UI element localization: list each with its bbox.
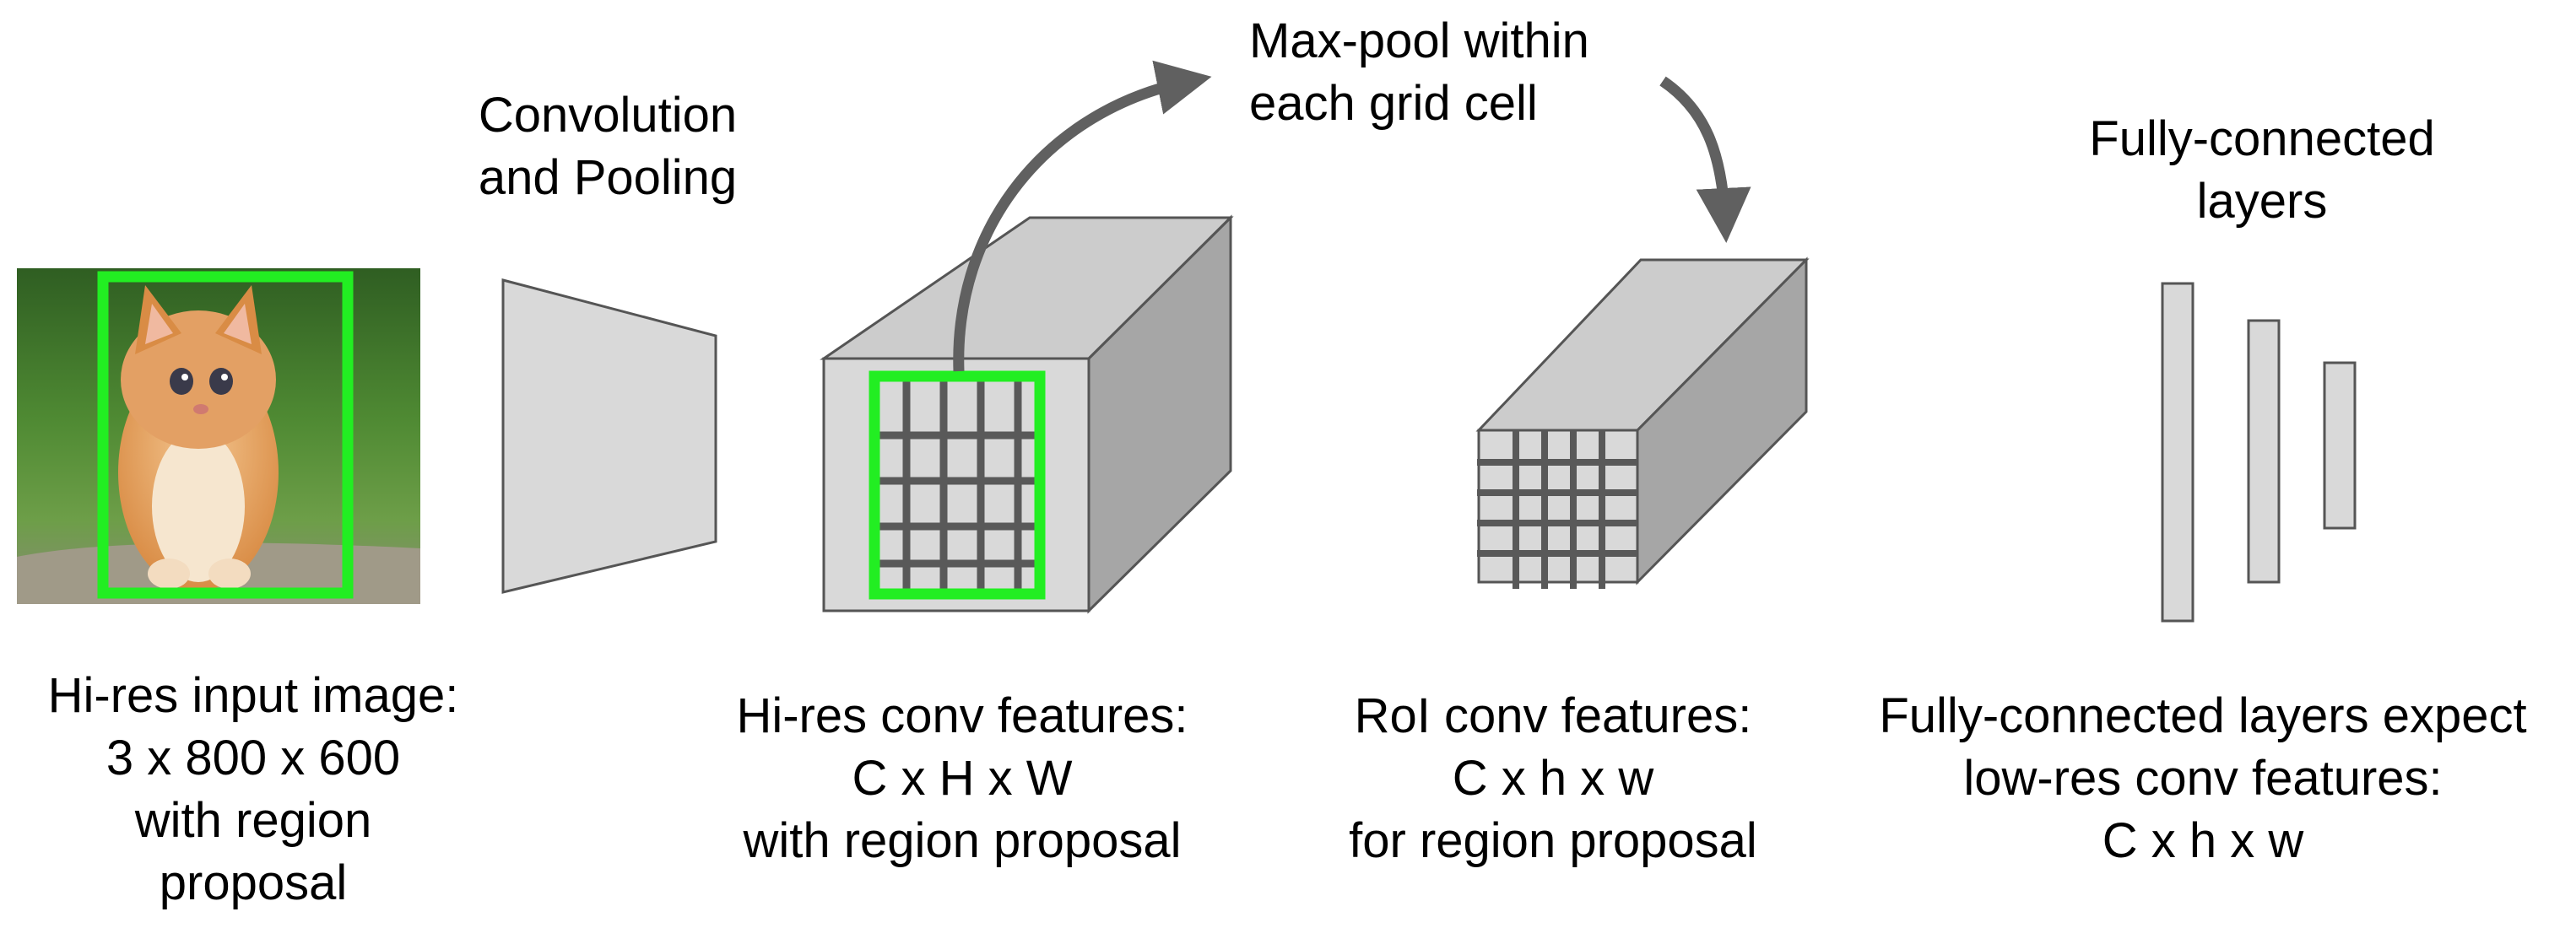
label-maxpool: Max-pool within each grid cell xyxy=(1249,10,1646,135)
label-roi-line1: RoI conv features: xyxy=(1354,688,1752,743)
arrow-to-roi xyxy=(1659,76,1751,243)
roi-feature-volume xyxy=(1475,256,1810,589)
label-fc-expect: Fully-connected layers expect low-res co… xyxy=(1840,685,2566,872)
label-fc-title-line2: layers xyxy=(2196,174,2328,229)
label-input-line1: Hi-res input image: xyxy=(47,668,459,723)
label-roi: RoI conv features: C x h x w for region … xyxy=(1283,685,1823,872)
hires-region-proposal xyxy=(869,370,1046,600)
roi-box-front xyxy=(1477,429,1639,584)
kitten-icon xyxy=(118,285,279,591)
label-roi-line3: for region proposal xyxy=(1349,813,1757,868)
fc-layer-3 xyxy=(2323,361,2357,530)
label-conv-pool: Convolution and Pooling xyxy=(439,84,777,209)
label-hires-line3: with region proposal xyxy=(743,813,1182,868)
input-image xyxy=(17,268,420,604)
label-fc-expect-line1: Fully-connected layers expect xyxy=(1879,688,2527,743)
label-hires-line1: Hi-res conv features: xyxy=(736,688,1188,743)
arrow-to-maxpool xyxy=(953,60,1212,372)
label-input-line3: with region xyxy=(134,793,372,848)
label-conv-pool-line2: and Pooling xyxy=(478,150,738,205)
input-region-proposal xyxy=(97,271,354,599)
hires-grid xyxy=(878,378,1043,592)
label-maxpool-line2: each grid cell xyxy=(1249,76,1538,131)
fc-layer-1 xyxy=(2161,282,2194,623)
label-hires: Hi-res conv features: C x H x W with reg… xyxy=(692,685,1232,872)
label-fc-title-line1: Fully-connected xyxy=(2089,111,2435,166)
label-roi-line2: C x h x w xyxy=(1452,751,1654,806)
label-hires-line2: C x H x W xyxy=(852,751,1073,806)
fc-layer-2 xyxy=(2247,319,2281,584)
hires-feature-volume xyxy=(820,214,1234,614)
label-fc-expect-line3: C x h x w xyxy=(2102,813,2304,868)
label-conv-pool-line1: Convolution xyxy=(478,88,738,143)
label-fc-title: Fully-connected layers xyxy=(2059,108,2465,233)
label-fc-expect-line2: low-res conv features: xyxy=(1963,751,2443,806)
label-input-line4: proposal xyxy=(159,855,348,910)
label-input: Hi-res input image: 3 x 800 x 600 with r… xyxy=(8,665,498,915)
label-maxpool-line1: Max-pool within xyxy=(1249,13,1589,68)
conv-pool-block xyxy=(501,278,717,594)
label-input-line2: 3 x 800 x 600 xyxy=(106,731,401,785)
roi-grid xyxy=(1477,430,1637,589)
